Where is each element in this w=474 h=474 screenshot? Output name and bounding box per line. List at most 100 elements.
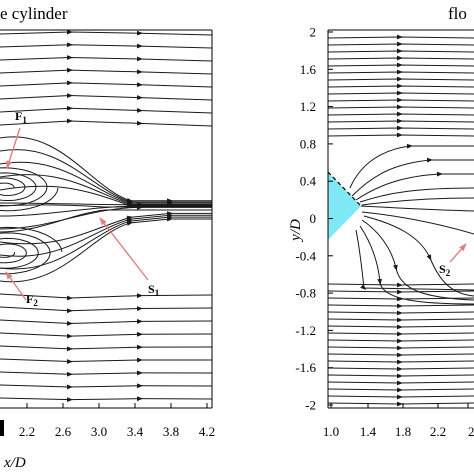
left-panel-title: e cylinder [0, 4, 68, 23]
streamline [0, 55, 212, 62]
streamline [0, 396, 212, 403]
cylinder-dashed-edge [327, 171, 362, 207]
streamline [0, 344, 212, 352]
streamline [359, 187, 474, 203]
right-y-tick-label: -2 [305, 398, 316, 413]
right-x-ticks: 1.0 1.4 1.8 2.2 2 [323, 403, 474, 439]
streamline [0, 118, 212, 127]
right-x-tick-label: 1.0 [323, 424, 339, 439]
streamline [328, 282, 474, 288]
streamline [361, 219, 474, 301]
streamline [328, 373, 474, 379]
streamline [328, 132, 474, 138]
cylinder-shape [328, 172, 361, 240]
streamline [0, 93, 212, 101]
streamline [355, 171, 474, 201]
streamline [328, 62, 474, 68]
streamline [328, 401, 474, 407]
streamline [328, 41, 474, 47]
right-y-tick-label: -1.2 [295, 323, 316, 338]
right-y-tick-label: 1.2 [300, 99, 316, 114]
streamline [328, 303, 474, 309]
streamline [0, 216, 212, 283]
f1-pointer [6, 127, 21, 169]
streamline [355, 229, 474, 291]
streamline [0, 203, 212, 217]
right-y-ticks: 21.61.20.80.40-0.4-0.8-1.2-1.6-2 [295, 25, 333, 413]
left-x-tick-label: 3.4 [127, 424, 144, 439]
left-x-tick-label: 2.2 [19, 424, 35, 439]
left-x-tick-label: 3.8 [163, 424, 179, 439]
streamline [361, 197, 474, 206]
streamline [328, 387, 474, 393]
left-cut-tick-label [0, 420, 4, 436]
s2-pointer [449, 243, 467, 263]
f2-label: F2 [26, 292, 38, 308]
left-x-tick-label: 2.6 [55, 424, 72, 439]
streamline [359, 225, 474, 305]
streamline [328, 359, 474, 365]
streamline [0, 357, 212, 364]
streamline [0, 202, 212, 208]
left-x-tick-label: 3.0 [91, 424, 107, 439]
streamline [0, 383, 212, 390]
right-x-tick-label: 1.4 [360, 424, 377, 439]
s2-label: S2 [439, 262, 451, 278]
right-panel-title: flo [448, 4, 467, 23]
right-y-tick-label: 1.6 [300, 62, 317, 77]
streamline [361, 211, 474, 235]
left-x-ticks: 2.2 2.6 3.0 3.4 3.8 4.2 [19, 403, 215, 439]
streamline [0, 213, 212, 257]
f1-label: F1 [15, 109, 27, 125]
streamline [328, 48, 474, 54]
streamline [0, 105, 212, 114]
streamline [328, 317, 474, 323]
streamline [328, 394, 474, 400]
right-y-tick-label: -0.8 [295, 286, 316, 301]
streamline [328, 97, 474, 103]
separatrix-lower [0, 209, 212, 233]
separatrix-wake [360, 205, 474, 212]
streamline [0, 370, 212, 377]
streamline [328, 76, 474, 82]
streamline [328, 289, 474, 295]
left-x-tick-label: 4.2 [199, 424, 215, 439]
streamline [328, 338, 474, 344]
streamline [0, 293, 212, 301]
streamline [328, 69, 474, 75]
streamline [328, 55, 474, 61]
right-x-tick-label: 2.2 [430, 424, 446, 439]
focus-f1-spiral [0, 167, 59, 212]
streamline [328, 310, 474, 316]
s1-label: S1 [148, 282, 160, 298]
streamline [0, 306, 212, 314]
s1-pointer [99, 217, 149, 281]
right-streamlines [328, 34, 474, 407]
streamline [0, 136, 212, 204]
streamline [328, 104, 474, 110]
streamline [328, 352, 474, 358]
streamline [328, 331, 474, 337]
streamline [0, 42, 212, 49]
right-x-tick-label: 2 [468, 424, 474, 439]
right-y-tick-label: 0.4 [300, 174, 317, 189]
right-y-tick-label: 0 [310, 211, 317, 226]
right-x-tick-label: 1.8 [395, 424, 411, 439]
streamline [328, 83, 474, 89]
streamline [328, 34, 474, 40]
streamline [0, 30, 212, 36]
streamline [328, 111, 474, 117]
streamline [0, 67, 212, 75]
separatrix-upper [0, 204, 212, 208]
streamline [0, 80, 212, 88]
streamline [351, 157, 474, 197]
streamline [328, 380, 474, 386]
f2-pointer [5, 271, 27, 301]
streamline [328, 366, 474, 372]
streamline [328, 118, 474, 124]
right-y-tick-label: -1.6 [295, 360, 316, 375]
right-y-tick-label: 2 [310, 25, 317, 40]
